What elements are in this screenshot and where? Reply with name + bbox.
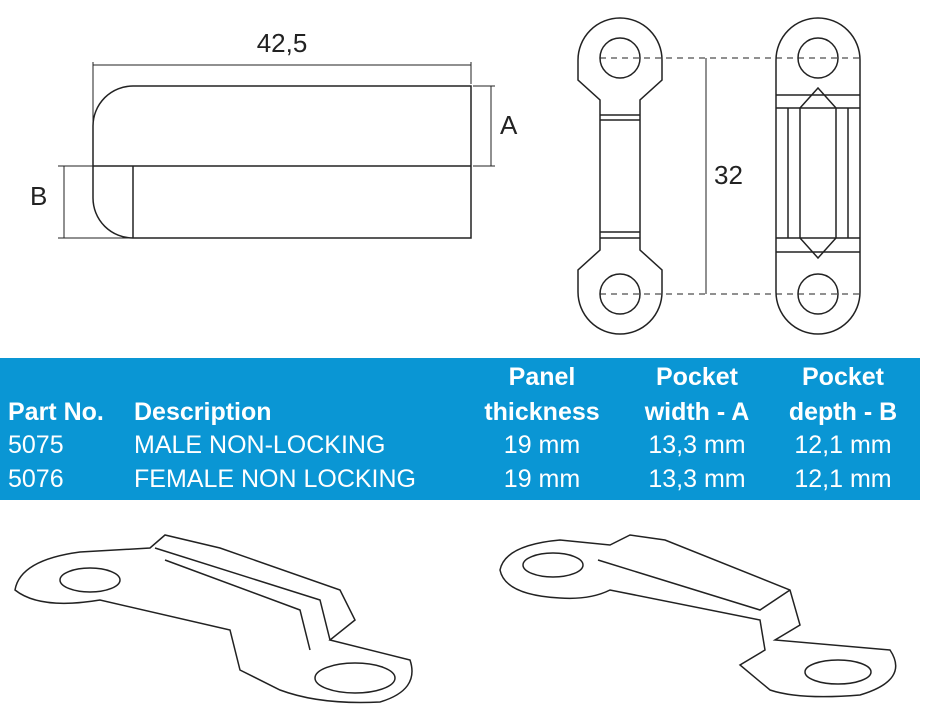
side-view (58, 62, 495, 239)
header-depth-line1: Pocket (802, 363, 884, 391)
pocket-width: 13,3 mm (648, 431, 746, 459)
header-panel-line2: thickness (484, 398, 600, 426)
header-part-no: Part No. (8, 398, 104, 426)
pocket-depth: 12,1 mm (794, 465, 892, 493)
header-description: Description (134, 398, 272, 426)
panel-thickness: 19 mm (503, 431, 581, 459)
panel-thickness: 19 mm (503, 465, 581, 493)
specifications-table: Part No. Description Panel thickness Poc… (0, 358, 920, 500)
description: FEMALE NON LOCKING (134, 465, 416, 493)
male-isometric-view (14, 534, 413, 704)
female-isometric-view (499, 534, 897, 698)
header-panel-line1: Panel (508, 363, 576, 391)
male-front-view (577, 17, 663, 335)
dimension-a: A (500, 110, 518, 140)
dimension-length: 42,5 (257, 28, 308, 58)
female-front-view (775, 17, 861, 335)
header-depth-line2: depth - B (788, 398, 898, 426)
header-width-line2: width - A (644, 398, 750, 426)
header-width-line1: Pocket (656, 363, 738, 391)
dimension-b: B (30, 181, 47, 211)
description: MALE NON-LOCKING (134, 431, 386, 459)
part-no: 5076 (8, 465, 64, 493)
pocket-depth: 12,1 mm (794, 431, 892, 459)
pocket-width: 13,3 mm (648, 465, 746, 493)
dimension-spacing: 32 (714, 160, 743, 190)
part-no: 5075 (8, 431, 64, 459)
